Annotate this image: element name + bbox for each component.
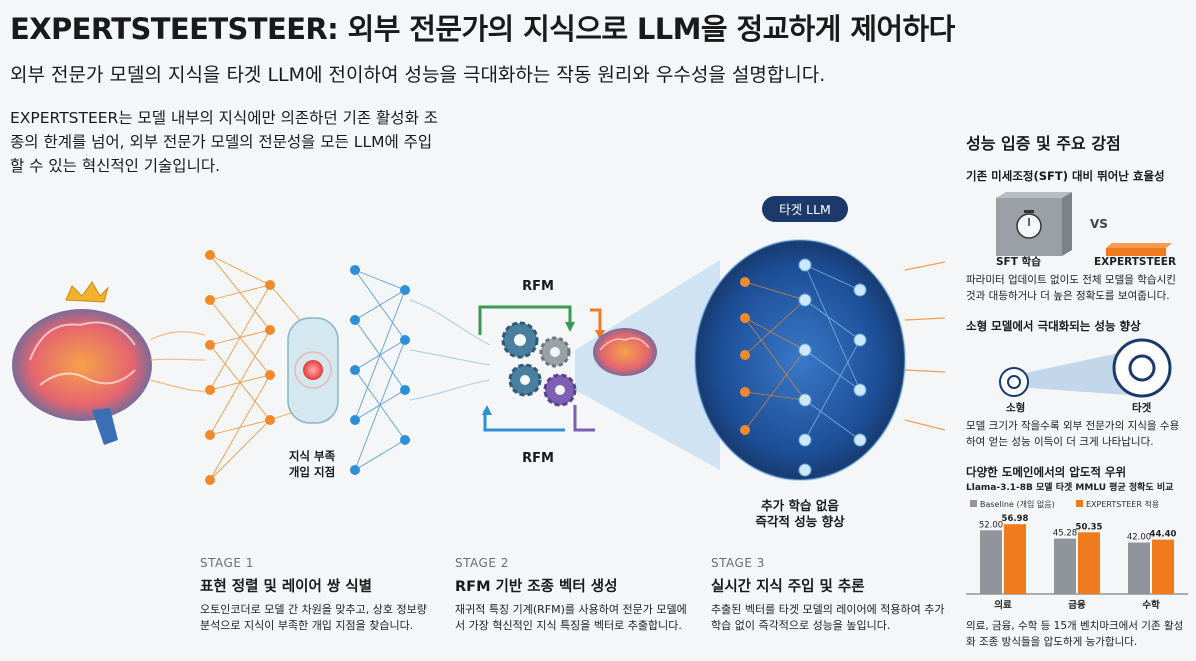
small-vs-target-graphic: [999, 338, 1172, 398]
sft-left-label: SFT 학습: [996, 256, 1041, 268]
sft-heading: 기존 미세조정(SFT) 대비 뛰어난 효율성: [966, 169, 1165, 183]
bar: [1054, 538, 1076, 594]
bar: [980, 530, 1002, 594]
sft-comparison-graphic: VS: [996, 192, 1172, 256]
category-label: 의료: [994, 599, 1012, 611]
stage-3: STAGE 3 실시간 지식 주입 및 추론 추출된 벡터를 타겟 모델의 레이…: [711, 556, 946, 634]
expert-brain-icon: [12, 309, 152, 445]
pipeline-illustration: RFM RFM 타겟 LLM: [12, 196, 946, 485]
domain-description: 의료, 금융, 수학 등 15개 벤치마크에서 기존 활성화 조종 방식들을 압…: [966, 620, 1184, 648]
legend-label: Baseline (개입 없음): [980, 499, 1055, 509]
bar-value-label: 45.28: [1053, 529, 1077, 539]
target-llm-brain-icon: [694, 239, 906, 481]
bar-value-label: 50.35: [1076, 522, 1103, 532]
target-model-icon: [1112, 338, 1172, 398]
rfm-label-bottom: RFM: [522, 451, 554, 466]
expert-network: [209, 254, 301, 481]
performance-panel: 성능 입증 및 주요 강점 기존 미세조정(SFT) 대비 뛰어난 효율성 VS…: [952, 120, 1192, 660]
intervention-point-icon: [287, 317, 339, 424]
chart-subtitle: Llama-3.1-8B 모델 타겟 MMLU 평균 정확도 비교: [966, 483, 1174, 493]
category-label: 수학: [1142, 599, 1160, 611]
page-subtitle: 외부 전문가 모델의 지식을 타겟 LLM에 전이하여 성능을 극대화하는 작동…: [10, 64, 826, 86]
sft-right-label: EXPERTSTEER: [1094, 256, 1177, 268]
stage-label: STAGE 3: [711, 556, 765, 570]
stage-description: 재귀적 특징 기계(RFM)를 사용하여 전문가 모델에서 가장 혁신적인 지식…: [455, 603, 687, 632]
intro-text: EXPERTSTEER는 모델 내부의 지식에만 의존하던 기존 활성화 조종의…: [10, 109, 439, 175]
stage-description: 추출된 벡터를 타겟 모델의 레이어에 적용하여 추가 학습 없이 즉각적으로 …: [711, 603, 945, 632]
stage-label: STAGE 2: [455, 556, 509, 570]
bar-value-label: 44.40: [1150, 530, 1177, 540]
stage-1: STAGE 1 표현 정렬 및 레이어 쌍 식별 오토인코더로 모델 간 차원을…: [200, 556, 435, 634]
projection-network: [354, 269, 406, 471]
small-left-label: 소형: [1006, 402, 1026, 414]
stage-heading: 표현 정렬 및 레이어 쌍 식별: [200, 579, 372, 595]
target-llm-label: 타겟 LLM: [779, 202, 831, 217]
stage-2: STAGE 2 RFM 기반 조종 벡터 생성 재귀적 특징 기계(RFM)를 …: [455, 556, 690, 634]
stage-heading: 실시간 지식 주입 및 추론: [711, 579, 865, 595]
bar-value-label: 52.00: [979, 520, 1003, 530]
stage-heading: RFM 기반 조종 벡터 생성: [455, 579, 618, 595]
stage-description: 오토인코더로 모델 간 차원을 맞추고, 상호 정보량 분석으로 지식이 부족한…: [200, 603, 427, 632]
vs-label: VS: [1090, 217, 1108, 231]
bar: [1128, 542, 1150, 594]
stage-label: STAGE 1: [200, 556, 254, 570]
rfm-label-top: RFM: [522, 279, 554, 294]
sft-description: 파라미터 업데이트 없이도 전체 모델을 학습시킨 것과 대등하거나 더 높은 …: [966, 274, 1176, 302]
bar: [1152, 539, 1174, 594]
target-llm-badge: [762, 196, 848, 222]
bar-value-label: 56.98: [1002, 514, 1029, 524]
small-description: 모델 크기가 작을수록 외부 전문가의 지식을 수용하여 얻는 성능 이득이 더…: [966, 420, 1180, 448]
bar: [1078, 532, 1100, 594]
crown-icon: [65, 281, 110, 303]
small-brain-icon: [593, 328, 657, 376]
small-model-heading: 소형 모델에서 극대화되는 성능 향상: [966, 319, 1141, 333]
category-label: 금융: [1068, 600, 1086, 611]
domain-bar-chart: Baseline (개입 없음) EXPERTSTEER 적용 52.0056.98…: [966, 499, 1188, 611]
rfm-gears-icon: [478, 305, 605, 432]
domain-heading: 다양한 도메인에서의 압도적 우위: [966, 465, 1127, 479]
bar-value-label: 42.00: [1127, 533, 1151, 543]
small-right-label: 타겟: [1132, 402, 1152, 414]
legend-swatch: [1076, 500, 1083, 507]
legend-swatch: [970, 500, 977, 507]
bar: [1004, 524, 1026, 594]
legend-label: EXPERTSTEER 적용: [1086, 499, 1159, 509]
page-title: EXPERTSTEETSTEER: 외부 전문가의 지식으로 LLM을 정교하게…: [10, 12, 955, 46]
panel-title: 성능 입증 및 주요 강점: [966, 134, 1121, 153]
small-model-icon: [999, 367, 1029, 397]
